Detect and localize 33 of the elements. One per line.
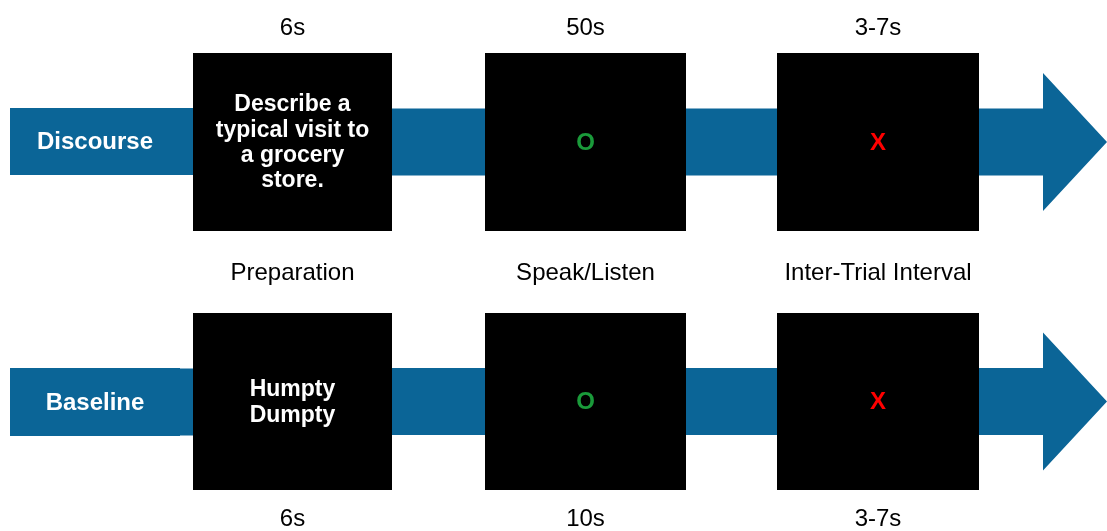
phase-label: Inter-Trial Interval <box>784 258 972 286</box>
phase-label: Speak/Listen <box>516 258 655 286</box>
condition-label: Baseline <box>45 388 145 416</box>
stimulus-screen <box>193 313 392 490</box>
duration-label: 6s <box>279 13 306 41</box>
duration-label: 3-7s <box>854 504 902 531</box>
duration-label: 10s <box>566 504 605 531</box>
stimulus-screen <box>485 313 686 490</box>
arrow <box>979 332 1107 471</box>
stimulus-screen <box>485 53 686 231</box>
screen-text: X <box>870 128 886 156</box>
band-connector <box>180 368 193 436</box>
condition-band <box>10 108 180 175</box>
stimulus-screen <box>193 53 392 231</box>
screen-text: Humpty Dumpty <box>248 376 337 427</box>
band-connector <box>686 368 777 435</box>
duration-label: 50s <box>566 13 605 41</box>
band-connector <box>686 108 777 176</box>
condition-band <box>10 368 180 436</box>
stimulus-screen <box>777 313 979 490</box>
screen-text: O <box>576 128 595 156</box>
condition-label: Discourse <box>36 128 154 155</box>
screen-text: O <box>576 388 595 415</box>
screen-text: Describe a typical visit to a grocery store. <box>214 91 371 193</box>
stimulus-screen <box>777 53 979 231</box>
band-connector <box>392 108 485 176</box>
phase-label: Preparation <box>230 258 355 286</box>
band-connector <box>392 368 485 435</box>
arrow <box>979 73 1107 211</box>
screen-text: X <box>870 388 886 415</box>
duration-label: 3-7s <box>854 13 902 41</box>
band-connector <box>180 108 193 175</box>
duration-label: 6s <box>279 504 306 531</box>
